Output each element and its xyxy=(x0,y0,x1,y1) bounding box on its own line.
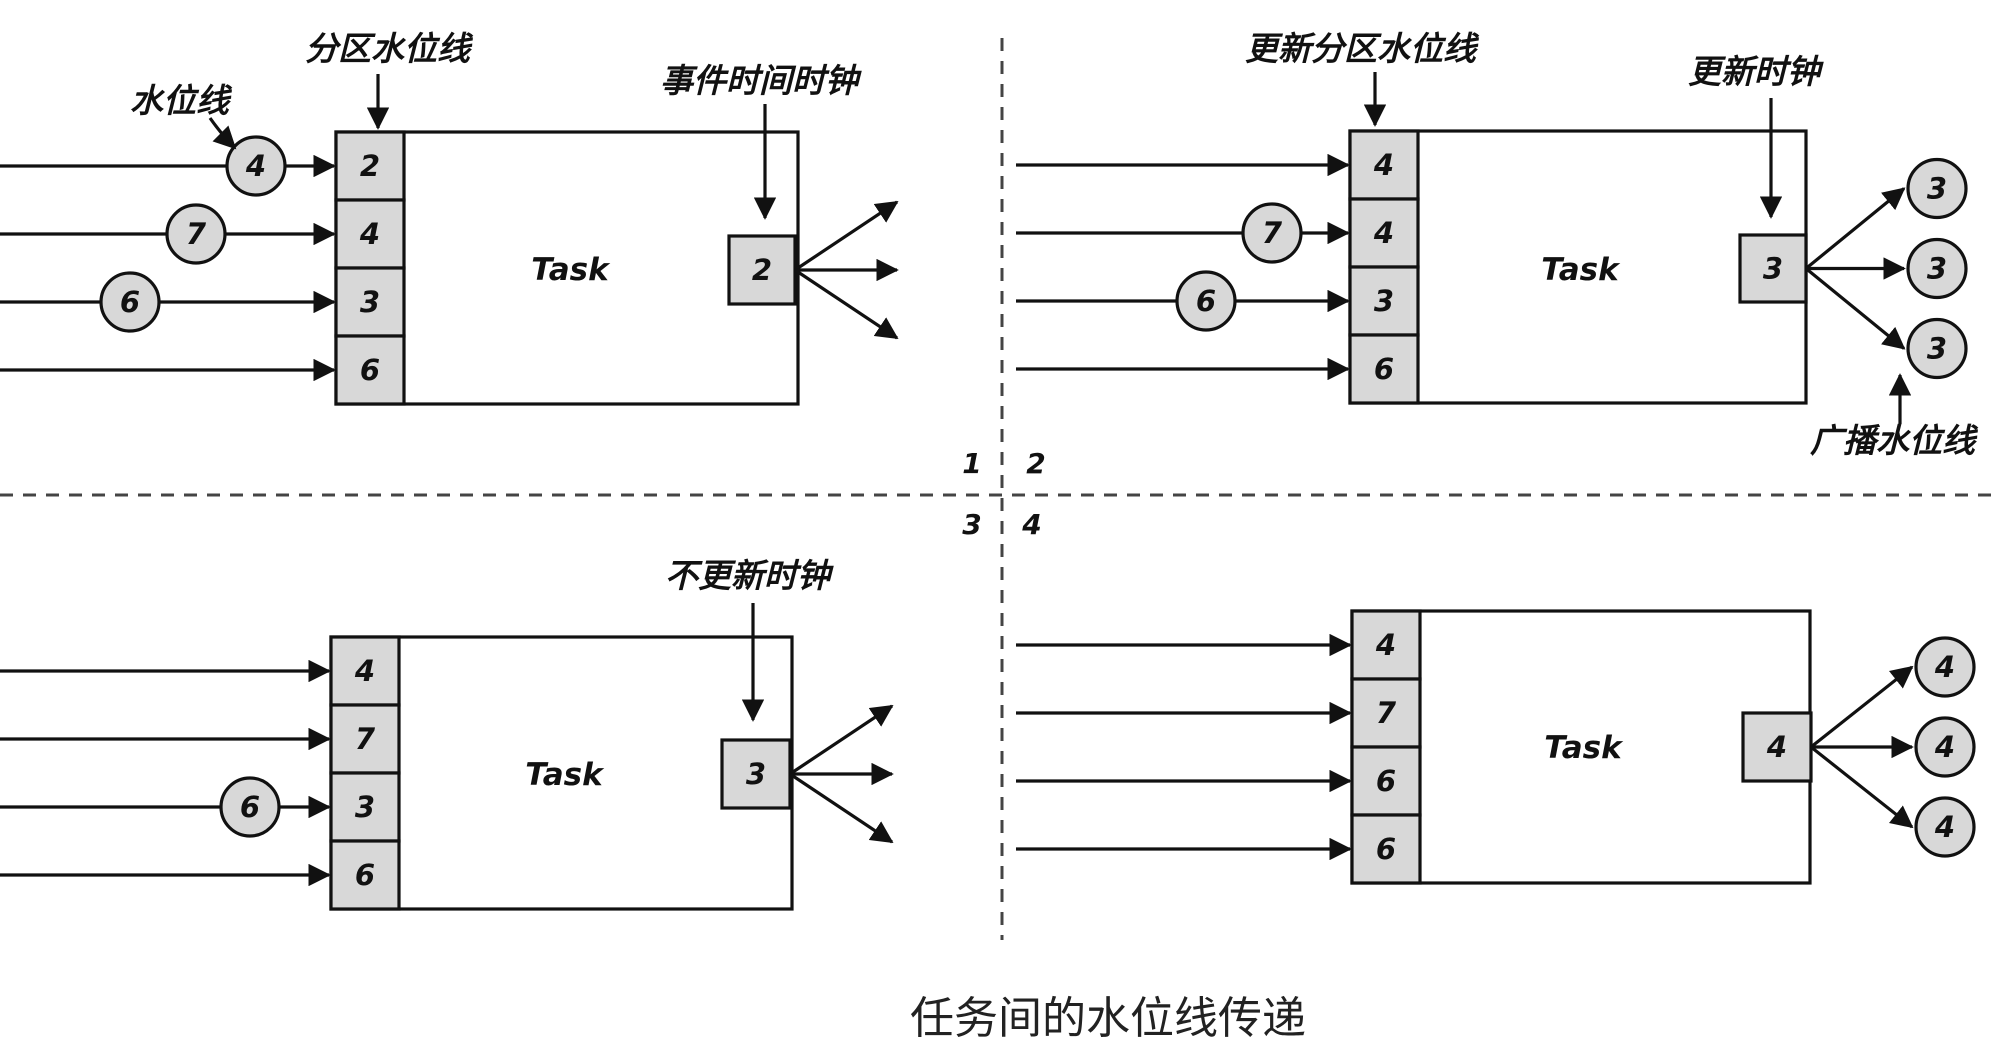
watermark-marker xyxy=(99,271,161,333)
quadrant-numbers: 1 2 3 4 xyxy=(962,447,1045,541)
task-label: Task xyxy=(1541,252,1621,288)
partition-watermark-value: 6 xyxy=(1376,764,1396,798)
broadcast-watermark-marker xyxy=(1906,157,1968,220)
partition-watermark-value: 3 xyxy=(1374,284,1394,318)
broadcast-watermark-marker xyxy=(1914,636,1976,698)
quadrant-number: 3 xyxy=(962,508,981,541)
watermark-marker xyxy=(1175,270,1237,332)
update-clock-label: 更新时钟 xyxy=(1688,52,1824,91)
watermark-marker-value: 7 xyxy=(1262,216,1283,250)
partition-watermark-value: 3 xyxy=(355,790,375,824)
partition-watermark-value: 4 xyxy=(1373,148,1394,182)
task-label: Task xyxy=(531,252,611,288)
task-panel: Task 4 4 3 6 7 6 3 3 3 3 xyxy=(1016,129,1968,405)
watermark-marker-value: 4 xyxy=(245,149,266,183)
broadcast-watermark-label: 广播水位线 xyxy=(1810,421,1979,460)
partition-watermark-cell xyxy=(1350,609,1422,681)
task-panel: Task 4 7 6 6 4 4 4 4 xyxy=(1016,609,1976,885)
watermark-marker-value: 7 xyxy=(186,217,207,251)
partition-watermark-cell xyxy=(329,839,401,911)
partition-watermark-value: 4 xyxy=(1373,216,1394,250)
output-stream-arrow xyxy=(794,268,899,340)
partition-watermark-cell xyxy=(1348,333,1420,405)
event-time-clock-value: 4 xyxy=(1766,730,1787,764)
broadcast-watermark-marker xyxy=(1914,716,1976,778)
event-time-clock-value: 2 xyxy=(752,253,772,287)
partition-watermark-value: 4 xyxy=(359,217,380,251)
watermark-marker xyxy=(1241,202,1303,264)
event-time-clock xyxy=(1738,233,1808,304)
partition-watermark-value: 6 xyxy=(1374,352,1394,386)
watermark-label: 水位线 xyxy=(130,81,233,120)
partition-watermark-value: 7 xyxy=(1376,696,1397,730)
output-stream-arrow xyxy=(1804,267,1906,350)
watermark-marker-value: 6 xyxy=(240,790,260,824)
partition-watermark-cell xyxy=(1350,813,1422,885)
watermark-marker xyxy=(219,776,281,838)
task-box xyxy=(1350,609,1812,885)
broadcast-watermark-value: 3 xyxy=(1927,332,1947,366)
task-label: Task xyxy=(525,757,605,793)
partition-watermark-cell xyxy=(329,703,401,775)
output-stream-arrow xyxy=(1810,745,1914,829)
broadcast-watermark-value: 3 xyxy=(1927,172,1947,206)
task-panel: Task 2 4 3 6 4 7 6 2 xyxy=(0,130,899,406)
broadcast-watermark-value: 4 xyxy=(1934,730,1955,764)
no-update-clock-label: 不更新时钟 xyxy=(665,556,834,595)
event-time-clock-value: 3 xyxy=(746,757,766,791)
watermark-label-arrow xyxy=(208,117,237,150)
quadrant-number: 4 xyxy=(1021,508,1041,541)
event-time-clock-label: 事件时间时钟 xyxy=(660,61,862,100)
partition-watermark-cell xyxy=(329,635,401,707)
partition-watermark-value: 6 xyxy=(355,858,375,892)
partition-watermark-cell xyxy=(334,198,406,270)
watermark-marker xyxy=(165,203,227,265)
partition-watermark-value: 7 xyxy=(355,722,376,756)
quadrant-number: 2 xyxy=(1026,447,1045,480)
task-label: Task xyxy=(1544,730,1624,766)
partition-watermark-value: 3 xyxy=(360,285,380,319)
output-stream-arrow xyxy=(1810,665,1914,749)
output-stream-arrow xyxy=(1804,187,1906,270)
task-box xyxy=(334,130,800,406)
figure-caption: 任务间的水位线传递 xyxy=(910,993,1306,1044)
quadrant-number: 1 xyxy=(962,447,981,480)
update-partition-watermark-label: 更新分区水位线 xyxy=(1245,29,1480,68)
partition-watermark-value: 6 xyxy=(1376,832,1396,866)
broadcast-watermark-marker xyxy=(1914,796,1976,858)
partition-watermark-value: 6 xyxy=(360,353,380,387)
watermark-marker-value: 6 xyxy=(120,285,140,319)
broadcast-watermark-value: 4 xyxy=(1934,650,1955,684)
broadcast-watermark-marker xyxy=(1906,317,1968,380)
partition-watermark-value: 2 xyxy=(360,149,380,183)
partition-watermark-cell xyxy=(334,266,406,338)
partition-watermark-value: 4 xyxy=(354,654,375,688)
partition-watermark-cell xyxy=(1348,197,1420,269)
output-stream-arrow xyxy=(789,704,894,776)
partition-watermark-value: 4 xyxy=(1375,628,1396,662)
partition-watermark-cell xyxy=(1350,677,1422,749)
event-time-clock xyxy=(727,234,797,306)
task-panel: Task 4 7 3 6 6 3 xyxy=(0,635,894,911)
event-time-clock-value: 3 xyxy=(1763,252,1783,286)
annotations: 水位线 分区水位线 事件时间时钟 更新分区水位线 更新时钟 广播水位线 不更新时… xyxy=(130,29,1979,722)
task-box xyxy=(329,635,794,911)
broadcast-watermark-value: 3 xyxy=(1927,252,1947,286)
broadcast-watermark-value: 4 xyxy=(1934,810,1955,844)
watermark-marker-value: 6 xyxy=(1196,284,1216,318)
watermark-marker xyxy=(225,135,287,197)
output-stream-arrow xyxy=(789,772,894,844)
partition-watermark-label: 分区水位线 xyxy=(305,29,474,68)
partition-watermark-cell xyxy=(1348,129,1420,201)
broadcast-watermark-marker xyxy=(1906,237,1968,300)
partition-watermark-cell xyxy=(334,334,406,406)
output-stream-arrow xyxy=(794,200,899,272)
